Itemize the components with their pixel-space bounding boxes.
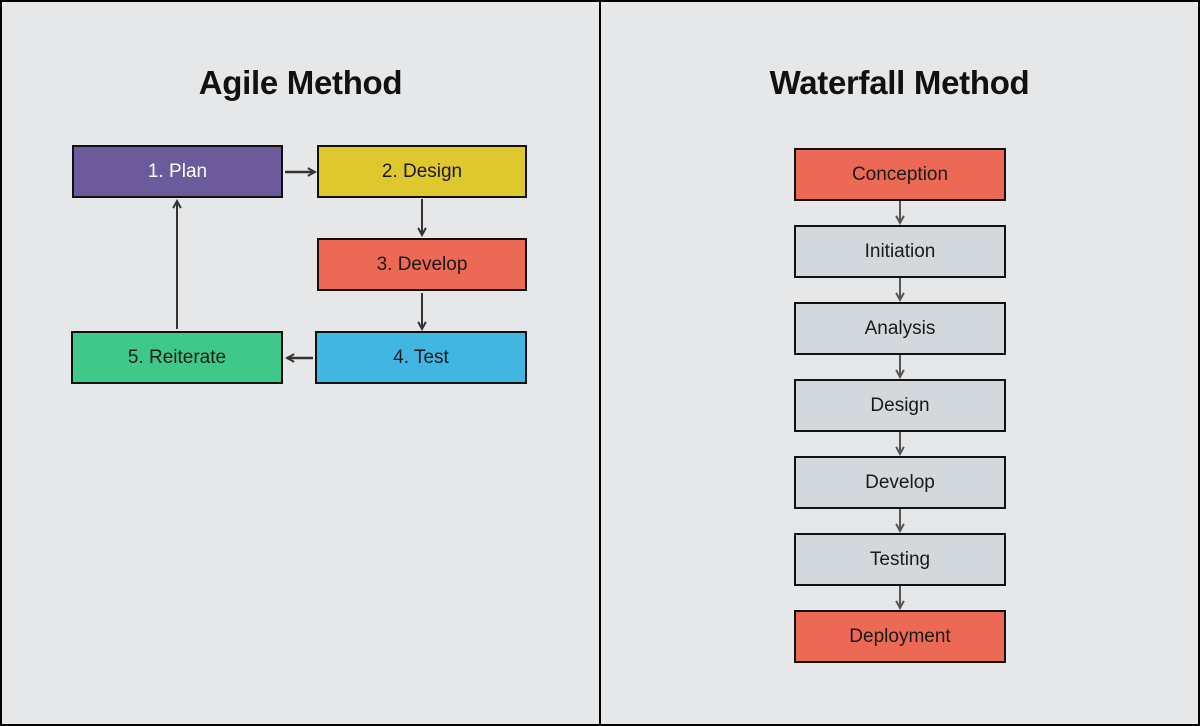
agile-node-design: 2. Design xyxy=(317,145,527,198)
waterfall-node-conception: Conception xyxy=(794,148,1006,201)
waterfall-panel: Waterfall Method Conception Initiation A… xyxy=(601,2,1198,724)
agile-node-develop: 3. Develop xyxy=(317,238,527,291)
waterfall-node-design: Design xyxy=(794,379,1006,432)
waterfall-node-analysis: Analysis xyxy=(794,302,1006,355)
waterfall-node-initiation: Initiation xyxy=(794,225,1006,278)
waterfall-node-develop: Develop xyxy=(794,456,1006,509)
waterfall-node-testing: Testing xyxy=(794,533,1006,586)
agile-node-test: 4. Test xyxy=(315,331,527,384)
agile-node-plan: 1. Plan xyxy=(72,145,283,198)
waterfall-title: Waterfall Method xyxy=(769,64,1030,101)
panel-divider xyxy=(599,2,601,724)
waterfall-node-deployment: Deployment xyxy=(794,610,1006,663)
agile-panel: Agile Method 1. Plan 2. Design 3. Develo… xyxy=(2,2,599,724)
agile-title: Agile Method xyxy=(198,64,403,101)
agile-node-reiterate: 5. Reiterate xyxy=(71,331,283,384)
